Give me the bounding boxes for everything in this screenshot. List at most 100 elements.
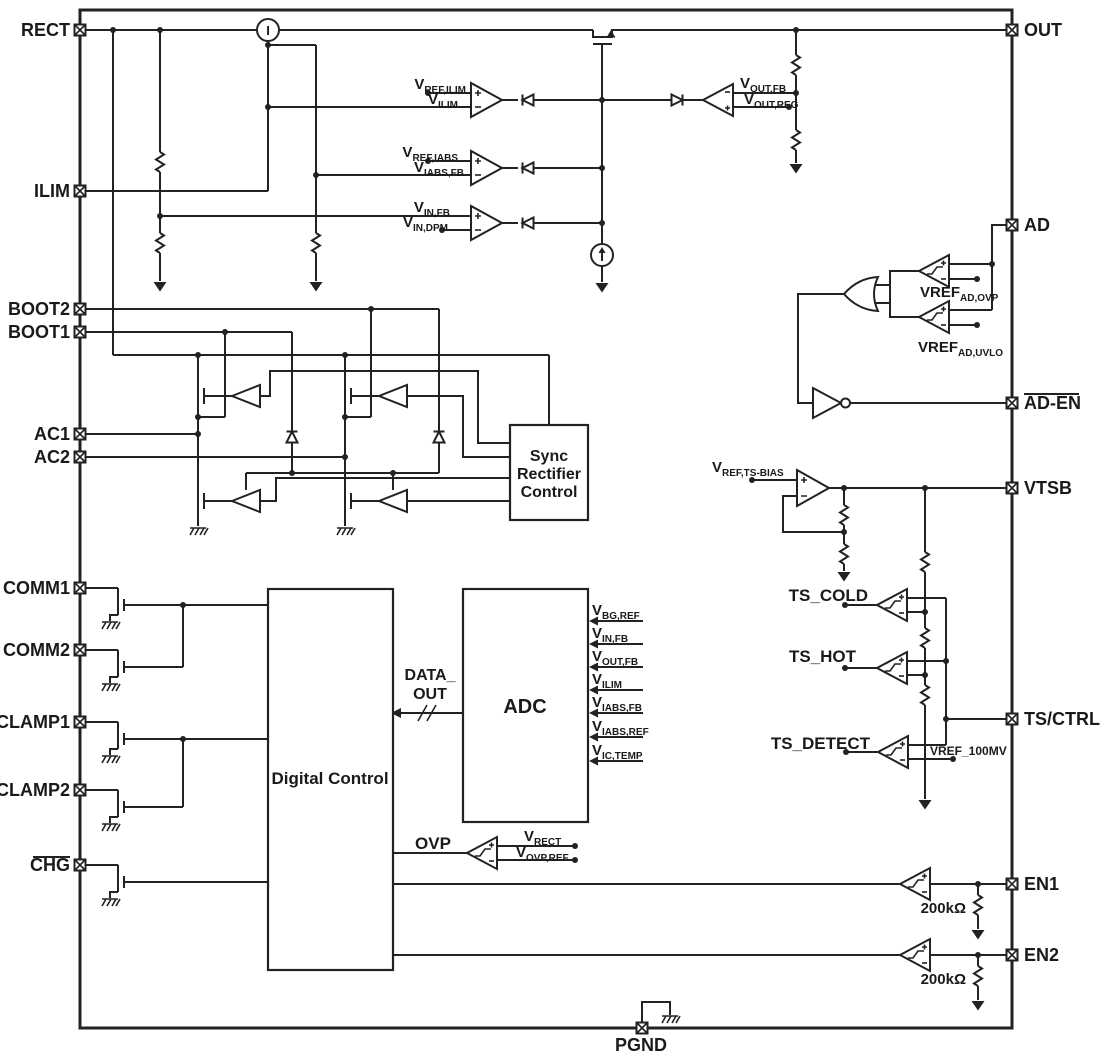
label-ts-cold: TS_COLD	[789, 586, 868, 605]
digital-control-label: Digital Control	[271, 769, 388, 788]
or-gate	[842, 275, 880, 313]
label-vref-ilim: VREF,ILIM	[414, 76, 466, 96]
label-vin-fb: VIN,FB	[414, 199, 450, 219]
pin-comm1	[73, 581, 87, 595]
comparator-ts-detect	[877, 735, 909, 769]
diode-vin	[521, 216, 535, 230]
ground-arrow-gate	[595, 283, 609, 293]
nmos-comm1	[102, 588, 124, 629]
sync-block-label-2: Rectifier	[517, 466, 581, 483]
pin-label-ac2: AC2	[34, 447, 70, 467]
pin-label-ad: AD	[1024, 215, 1050, 235]
ground-hatch-sync-right	[336, 527, 356, 536]
pin-label-boot1: BOOT1	[8, 322, 70, 342]
ground-arrow-en1	[971, 930, 985, 940]
resistor-iabs	[311, 232, 321, 254]
pin-label-ad-en: AD-EN	[1024, 393, 1081, 413]
gate-driver-upper-left	[231, 384, 261, 408]
pin-label-comm1: COMM1	[3, 578, 70, 598]
pin-en2	[1005, 948, 1019, 962]
label-vbg-ref: VBG,REF	[592, 602, 640, 622]
label-vref-ad-uvlo: VREFAD,UVLO	[918, 339, 1003, 359]
diode-vout	[670, 93, 684, 107]
pin-label-ilim: ILIM	[34, 181, 70, 201]
ground-arrow-tsbias	[837, 572, 851, 582]
label-200k-en2: 200kΩ	[921, 971, 966, 988]
label-adc-vin-fb: VIN,FB	[592, 625, 628, 645]
ground-arrow-iabs	[309, 282, 323, 292]
pin-ac2	[73, 450, 87, 464]
pin-label-chg: CHG	[30, 855, 70, 875]
diode-boot2	[432, 430, 446, 444]
label-vrect: VRECT	[524, 828, 561, 848]
sync-block-label-1: Sync	[530, 448, 568, 465]
pin-label-out: OUT	[1024, 20, 1062, 40]
pin-ac1	[73, 427, 87, 441]
pin-out	[1005, 23, 1019, 37]
chip-boundary	[78, 8, 1014, 1030]
wires-sync	[80, 308, 550, 526]
comparator-ts-hot	[876, 651, 908, 685]
comparator-iabs	[470, 150, 503, 186]
pin-comm2	[73, 643, 87, 657]
pin-label-en1: EN1	[1024, 874, 1059, 894]
pin-boot1	[73, 325, 87, 339]
ground-hatch-pgnd	[661, 1015, 681, 1024]
pin-ts-ctrl	[1005, 712, 1019, 726]
wires-adc-ovp-en	[393, 704, 1006, 1028]
comparator-ad-ovp	[918, 254, 950, 288]
label-vref-ts-bias: VREF,TS-BIAS	[712, 459, 784, 479]
current-source-rect: I	[256, 18, 280, 42]
pin-label-clamp2: CLAMP2	[0, 780, 70, 800]
wires-ad	[797, 224, 1006, 404]
resistor-vin-divider-bottom	[155, 232, 165, 254]
inverter	[812, 386, 851, 420]
label-vout-reg: VOUT,REG	[744, 91, 799, 111]
pin-label-comm2: COMM2	[3, 640, 70, 660]
gate-driver-lower-right	[378, 489, 408, 513]
label-data-out-1: DATA_	[405, 667, 457, 684]
ground-arrow-vin	[153, 282, 167, 292]
label-vref-iabs: VREF,IABS	[402, 144, 458, 164]
label-ovp: OVP	[415, 834, 451, 853]
pin-ad	[1005, 218, 1019, 232]
ground-arrow-en2	[971, 1001, 985, 1011]
diode-iabs	[521, 161, 535, 175]
pin-ad-en	[1005, 396, 1019, 410]
pin-chg	[73, 858, 87, 872]
comparator-vin-dpm	[470, 205, 503, 241]
pin-label-clamp1: CLAMP1	[0, 712, 70, 732]
adc-input-lines	[391, 616, 643, 766]
pin-ilim	[73, 184, 87, 198]
sync-block-label-3: Control	[521, 484, 578, 501]
pin-label-en2: EN2	[1024, 945, 1059, 965]
label-ts-detect: TS_DETECT	[771, 734, 871, 753]
pin-pgnd	[635, 1021, 649, 1035]
label-data-out-2: OUT	[413, 686, 447, 703]
nmos-clamp2	[102, 790, 124, 831]
comparator-ilim	[470, 82, 503, 118]
pin-clamp2	[73, 783, 87, 797]
label-vin-dpm: VIN,DPM	[403, 214, 448, 234]
resistor-ts-chain-1	[920, 551, 930, 573]
label-viabs-fb: VIABS,FB	[414, 159, 464, 179]
adc-block	[461, 587, 590, 824]
nmos-clamp1	[102, 722, 124, 763]
diode-ilim	[521, 93, 535, 107]
comparator-ovp	[466, 836, 498, 870]
pin-label-boot2: BOOT2	[8, 299, 70, 319]
label-vilim: VILIM	[428, 91, 458, 111]
comparator-ad-uvlo	[918, 300, 950, 334]
resistor-200k-en2	[973, 965, 983, 987]
gate-driver-upper-right	[378, 384, 408, 408]
pin-label-vtsb: VTSB	[1024, 478, 1072, 498]
pin-clamp1	[73, 715, 87, 729]
ground-hatch-sync-left	[189, 527, 209, 536]
current-source-label: I	[266, 23, 270, 38]
resistor-vout-divider-top	[791, 54, 801, 76]
adc-input-labels: VBG,REF VIN,FB VOUT,FB VILIM VIABS,FB VI…	[592, 602, 649, 762]
wires-top	[80, 29, 1006, 355]
pin-labels: RECT ILIM BOOT2 BOOT1 AC1 AC2 COMM1 COMM…	[0, 20, 1100, 1055]
